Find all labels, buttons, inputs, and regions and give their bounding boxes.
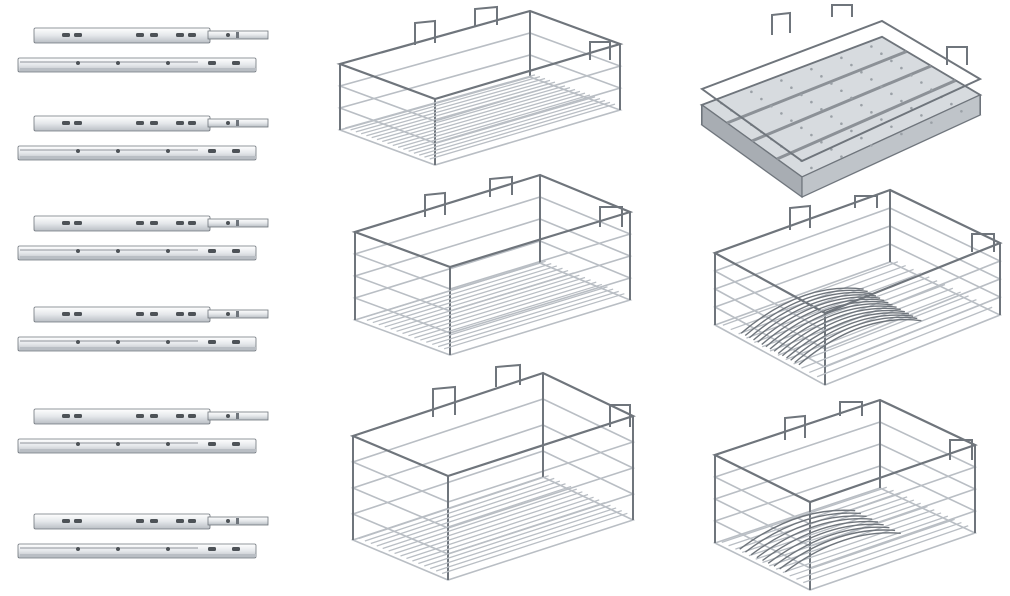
thali-rack-basket bbox=[710, 398, 980, 593]
basket-graphic bbox=[699, 4, 983, 199]
wire-basket-3 bbox=[348, 363, 638, 585]
drawer-slide-pair-5 bbox=[17, 407, 270, 463]
basket-graphic bbox=[336, 5, 624, 166]
drawer-slide-graphic bbox=[17, 215, 269, 261]
drawer-slide-graphic bbox=[17, 513, 269, 559]
plate-rack-basket bbox=[710, 188, 1005, 390]
drawer-slide-graphic bbox=[17, 408, 269, 454]
wire-basket-1 bbox=[335, 5, 625, 170]
drawer-slide-pair-3 bbox=[17, 214, 270, 270]
basket-graphic bbox=[351, 173, 634, 356]
drawer-slide-pair-6 bbox=[17, 512, 270, 568]
basket-graphic bbox=[712, 188, 1003, 386]
basket-graphic bbox=[712, 398, 978, 591]
drawer-slide-graphic bbox=[17, 306, 269, 352]
basket-graphic bbox=[349, 363, 636, 581]
drawer-slide-pair-1 bbox=[17, 26, 270, 82]
drawer-slide-graphic bbox=[17, 27, 269, 73]
drawer-slide-graphic bbox=[17, 115, 269, 161]
drawer-slide-pair-2 bbox=[17, 114, 270, 170]
cutlery-tray bbox=[692, 4, 987, 200]
wire-basket-2 bbox=[350, 173, 635, 360]
drawer-slide-pair-4 bbox=[17, 305, 270, 361]
